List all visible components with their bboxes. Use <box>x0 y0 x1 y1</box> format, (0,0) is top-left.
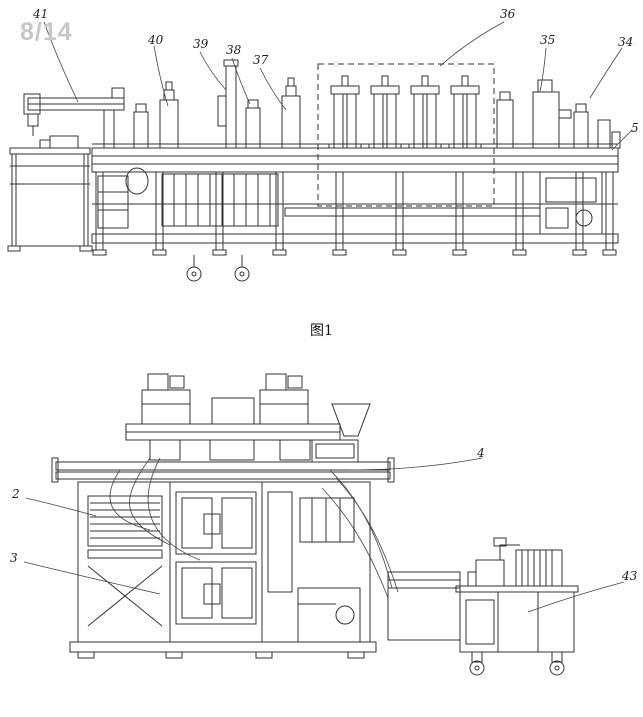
ref-label-4: 4 <box>477 446 485 460</box>
fig2-top-beams <box>51 457 395 483</box>
fig1-stations <box>133 59 621 149</box>
figure1-leader-lines <box>43 21 633 151</box>
fig1-frame-legs <box>91 171 619 256</box>
figure1-drawing <box>7 59 621 282</box>
ref-label-37: 37 <box>253 53 269 67</box>
ref-label-36: 36 <box>500 7 516 21</box>
fig2-superstructure <box>125 373 371 463</box>
ref-label-34: 34 <box>618 35 634 49</box>
ref-label-40: 40 <box>148 33 164 47</box>
fig2-connector-duct <box>387 571 461 641</box>
ref-label-35: 35 <box>540 33 556 47</box>
fig1-loader-arm <box>23 87 125 149</box>
fig1-casters <box>186 255 250 282</box>
fig2-main-frame <box>69 481 377 659</box>
dashed-selection-box <box>317 63 495 207</box>
fig2-hydraulic-cart <box>455 537 579 676</box>
ref-label-2: 2 <box>12 487 20 501</box>
fig1-left-feeder-table <box>7 135 93 252</box>
ref-label-5: 5 <box>631 121 639 135</box>
ref-label-39: 39 <box>193 37 209 51</box>
fig1-underdeck-equipment <box>97 167 603 235</box>
figure1-caption: 图1 <box>310 323 333 339</box>
figure2-leader-lines <box>23 457 625 613</box>
ref-label-3: 3 <box>10 551 18 565</box>
page-number: 8/14 <box>20 18 73 46</box>
ref-label-38: 38 <box>226 43 242 57</box>
ref-label-43: 43 <box>622 569 638 583</box>
ref-label-41: 41 <box>33 7 49 21</box>
figure2-drawing <box>51 373 579 676</box>
